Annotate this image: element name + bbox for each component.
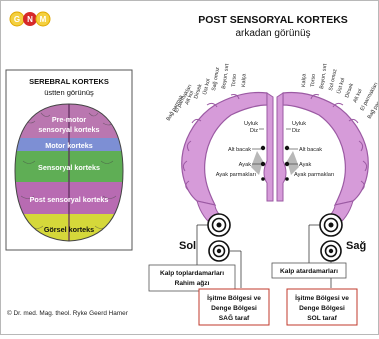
callout-right-hearing-line1: İşitme Bölgesi ve (295, 294, 349, 302)
label-ayak-parmaklari-left: Ayak parmakları (216, 172, 257, 178)
label-left-ust-kol: Üst kol (201, 78, 212, 95)
page-title: POST SENSORYAL KORTEKS (198, 14, 348, 26)
callout-right-vessel-box (271, 262, 347, 279)
label-left-omuz: Sağ omuz (211, 66, 221, 91)
region-visual-label: Görsel korteks (44, 225, 94, 234)
copyright-text: © Dr. med. Mag. theol. Ryke Geerd Hamer (7, 309, 129, 317)
left-ring2-center (216, 248, 222, 254)
dot-right-1 (284, 145, 290, 151)
callout-lines (196, 224, 332, 288)
dot-left-1 (260, 145, 266, 151)
label-right-torso: Torso (310, 74, 317, 87)
region-sensory-label: Sensoryal korteks (38, 163, 100, 172)
label-left-boyun: Boyun, sırt (221, 63, 231, 89)
label-alt-bacak-left: Alt bacak (228, 147, 251, 153)
top-view-subtitle: üstten görünüş (44, 88, 94, 97)
label-left-torso: Torso (231, 74, 238, 87)
label-left-alt-kol: Alt kol (184, 90, 195, 106)
label-right-dirsek: Dirsek (344, 82, 355, 98)
inner-labels: Uyluk Diz Uyluk Diz Alt bacak Alt bacak … (216, 121, 335, 178)
callout-left-vessel: Kalp toplardamarları Rahim ağzı (148, 264, 236, 292)
label-diz-right: Diz (292, 128, 300, 134)
callout-left-hearing: İşitme Bölgesi ve Denge Bölgesi SAĞ tara… (198, 288, 270, 326)
side-label-left: Sol (179, 240, 196, 252)
brain-gyri (20, 112, 117, 229)
right-ring2-center (328, 248, 334, 254)
label-uyluk-left: Uyluk (244, 121, 258, 127)
label-right-boyun: Boyun, sırt (319, 63, 329, 89)
region-post-sensory-label: Post sensoryal korteks (30, 195, 109, 204)
dot-left-2 (260, 161, 266, 167)
gnm-logo: G N M (9, 11, 51, 27)
hearing-rings (207, 213, 343, 262)
label-right-ust-kol: Üst kol (335, 77, 346, 95)
callout-right-hearing-line2: Denge Bölgesi (299, 305, 345, 312)
label-left-kalca: Kalça (241, 74, 247, 88)
logo-letter-n: N (27, 15, 33, 24)
dot-left-3 (261, 177, 265, 181)
coronal-section (181, 91, 369, 228)
label-right-alt-kol: Alt kol (352, 88, 363, 104)
region-motor-label: Motor korteks (45, 141, 93, 150)
callout-left-hearing-line1: İşitme Bölgesi ve (207, 294, 261, 302)
region-premotor-label-2: sensoryal korteks (38, 125, 99, 134)
right-medial-wall (276, 92, 287, 202)
callout-left-vessel-box (148, 264, 236, 292)
callout-right-vessel: Kalp atardamarları (271, 262, 347, 279)
label-alt-bacak-right: Alt bacak (299, 147, 322, 153)
label-ayak-parmaklari-right: Ayak parmakları (294, 172, 335, 178)
callout-left-hearing-line3: SAĞ taraf (219, 313, 250, 322)
brain-outline (14, 103, 124, 242)
callout-left-vessel-line1: Kalp toplardamarları (160, 270, 224, 277)
label-uyluk-right: Uyluk (292, 121, 306, 127)
region-premotor-label: Pre-motor (52, 115, 87, 124)
page-subtitle: arkadan görünüş (235, 28, 310, 39)
label-left-dirsek: Dirsek (193, 83, 203, 99)
dot-right-3 (285, 177, 289, 181)
right-ventricle (287, 151, 299, 175)
label-right-omuz: Sol omuz (328, 68, 339, 91)
right-ring-center (328, 222, 334, 228)
callout-right-hearing-box (286, 288, 358, 326)
side-label-right: Sağ (346, 240, 366, 252)
diagram-canvas: G N M POST SENSORYAL KORTEKS arkadan gör… (5, 11, 379, 326)
top-view-panel: SEREBRAL KORTEKS üstten görünüş Pre-moto… (5, 69, 133, 251)
callout-right-vessel-line1: Kalp atardamarları (280, 268, 338, 275)
callout-right-hearing-line3: SOL taraf (307, 315, 337, 322)
logo-letter-m: M (40, 15, 47, 24)
left-medial-wall (263, 92, 274, 202)
label-ayak-right: Ayak (299, 162, 312, 168)
callout-left-hearing-box (198, 288, 270, 326)
top-view-brain (15, 104, 123, 241)
label-ayak-left: Ayak (239, 162, 252, 168)
left-ring-center (216, 222, 222, 228)
dot-right-2 (284, 161, 290, 167)
top-view-title: SEREBRAL KORTEKS (29, 77, 109, 86)
label-right-kalca: Kalça (301, 74, 307, 88)
callout-right-hearing: İşitme Bölgesi ve Denge Bölgesi SOL tara… (286, 288, 358, 326)
logo-letter-g: G (14, 15, 20, 24)
left-ventricle (251, 151, 263, 175)
label-diz-left: Diz (250, 128, 258, 134)
cortex-gyri (182, 94, 368, 191)
callout-left-hearing-line2: Denge Bölgesi (211, 305, 257, 312)
callout-left-vessel-line2: Rahim ağzı (175, 280, 210, 287)
